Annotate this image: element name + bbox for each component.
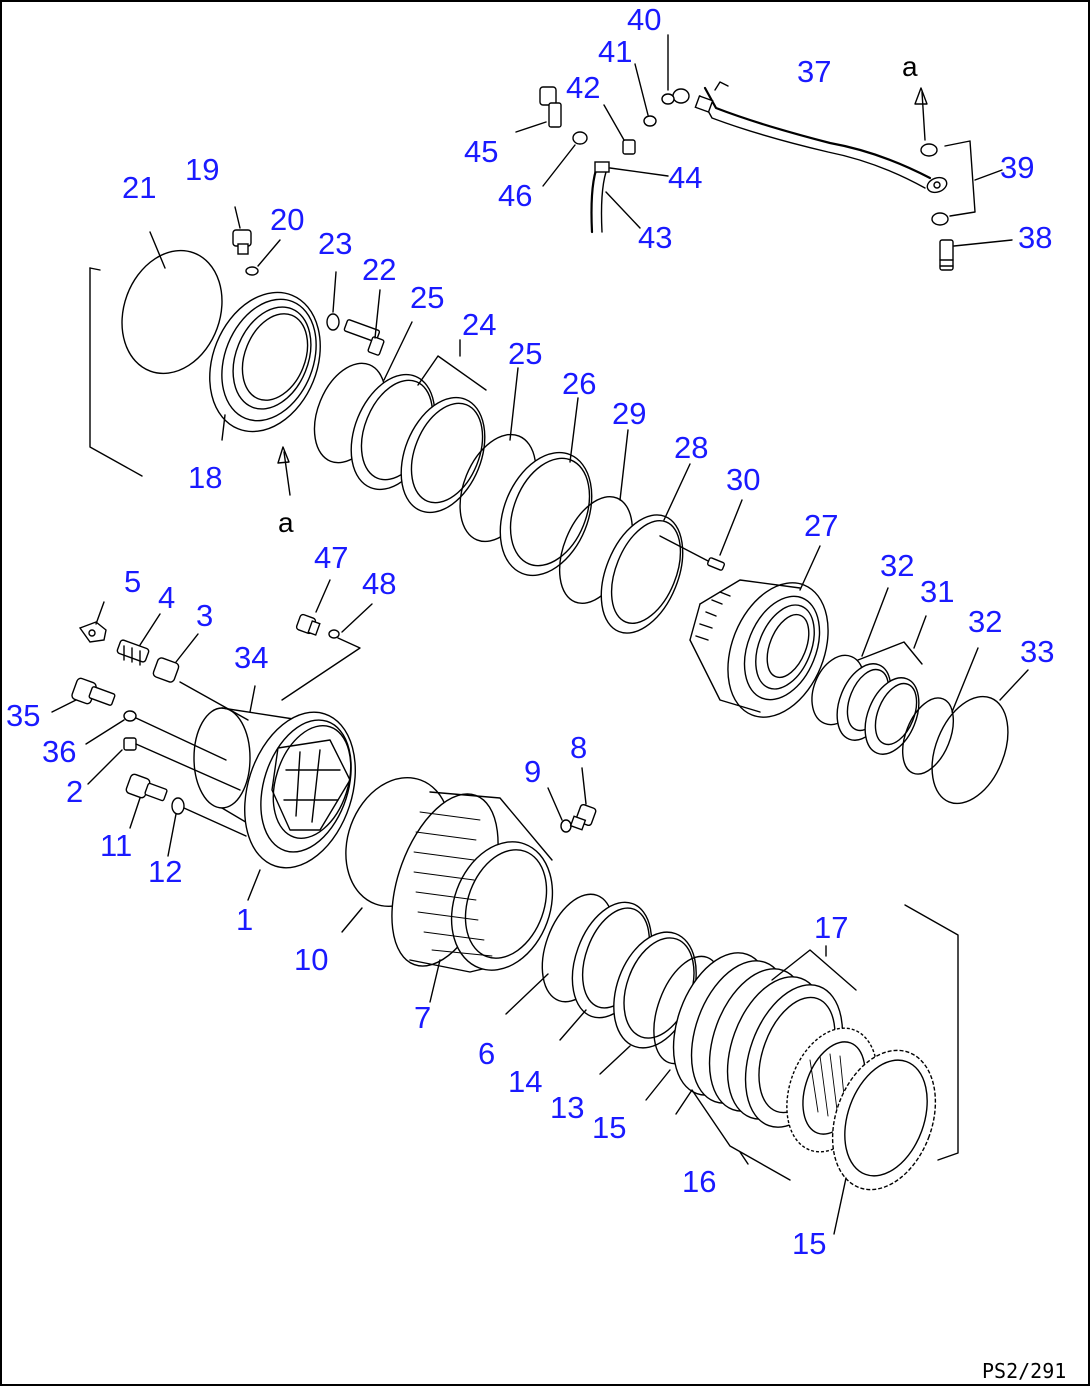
callout-37[interactable]: 37 (797, 54, 831, 89)
callout-15a[interactable]: 15 (592, 1110, 626, 1145)
callout-42[interactable]: 42 (566, 70, 600, 105)
upper-ring-stack (89, 206, 743, 634)
callout-43[interactable]: 43 (638, 220, 672, 255)
callout-36[interactable]: 36 (42, 734, 76, 769)
callout-3[interactable]: 3 (196, 598, 213, 633)
callout-46[interactable]: 46 (498, 178, 532, 213)
callout-19[interactable]: 19 (185, 152, 219, 187)
drum-assembly (341, 767, 597, 1003)
callout-21[interactable]: 21 (122, 170, 156, 205)
callout-17[interactable]: 17 (814, 910, 848, 945)
callout-7[interactable]: 7 (414, 1000, 431, 1035)
ref-mark-a-upper: a (902, 51, 918, 82)
callout-13[interactable]: 13 (550, 1090, 584, 1125)
lower-rings (505, 893, 723, 1101)
callout-32a[interactable]: 32 (880, 548, 914, 583)
callout-33[interactable]: 33 (1020, 634, 1054, 669)
callout-45[interactable]: 45 (464, 134, 498, 169)
callout-9[interactable]: 9 (524, 754, 541, 789)
callout-26[interactable]: 26 (562, 366, 596, 401)
callout-25b[interactable]: 25 (508, 336, 542, 371)
callout-31[interactable]: 31 (920, 574, 954, 609)
callout-15b[interactable]: 15 (792, 1226, 826, 1261)
callout-48[interactable]: 48 (362, 566, 396, 601)
callout-25a[interactable]: 25 (410, 280, 444, 315)
drawing-code: PS2/291 (982, 1359, 1066, 1383)
callout-24[interactable]: 24 (462, 307, 496, 342)
callout-39[interactable]: 39 (1000, 150, 1034, 185)
callout-28[interactable]: 28 (674, 430, 708, 465)
callout-labels: 40 41 42 37 45 44 46 43 39 38 19 21 20 2… (6, 2, 1054, 1261)
callout-4[interactable]: 4 (158, 580, 175, 615)
callout-10[interactable]: 10 (294, 942, 328, 977)
tube-assembly (515, 34, 1013, 271)
callout-22[interactable]: 22 (362, 252, 396, 287)
callout-30[interactable]: 30 (726, 462, 760, 497)
clutch-pack (672, 904, 959, 1235)
callout-32b[interactable]: 32 (968, 604, 1002, 639)
callout-18[interactable]: 18 (188, 460, 222, 495)
callout-35[interactable]: 35 (6, 698, 40, 733)
callout-29[interactable]: 29 (612, 396, 646, 431)
callout-12[interactable]: 12 (148, 854, 182, 889)
callout-5[interactable]: 5 (124, 564, 141, 599)
callout-20[interactable]: 20 (270, 202, 304, 237)
callout-1[interactable]: 1 (236, 902, 253, 937)
housing-assembly (51, 579, 373, 901)
callout-34[interactable]: 34 (234, 640, 268, 675)
callout-23[interactable]: 23 (318, 226, 352, 261)
ref-mark-a-lower: a (278, 507, 294, 538)
callout-2[interactable]: 2 (66, 774, 83, 809)
callout-11[interactable]: 11 (100, 828, 132, 863)
hub-27 (689, 545, 829, 718)
callout-27[interactable]: 27 (804, 508, 838, 543)
callout-40[interactable]: 40 (627, 2, 661, 37)
callout-38[interactable]: 38 (1018, 220, 1052, 255)
callout-8[interactable]: 8 (570, 730, 587, 765)
callout-41[interactable]: 41 (598, 34, 632, 69)
callout-44[interactable]: 44 (668, 160, 702, 195)
callout-6[interactable]: 6 (478, 1036, 495, 1071)
callout-47[interactable]: 47 (314, 540, 348, 575)
rings-31-33 (811, 587, 1029, 805)
callout-16[interactable]: 16 (682, 1164, 716, 1199)
callout-14[interactable]: 14 (508, 1064, 542, 1099)
